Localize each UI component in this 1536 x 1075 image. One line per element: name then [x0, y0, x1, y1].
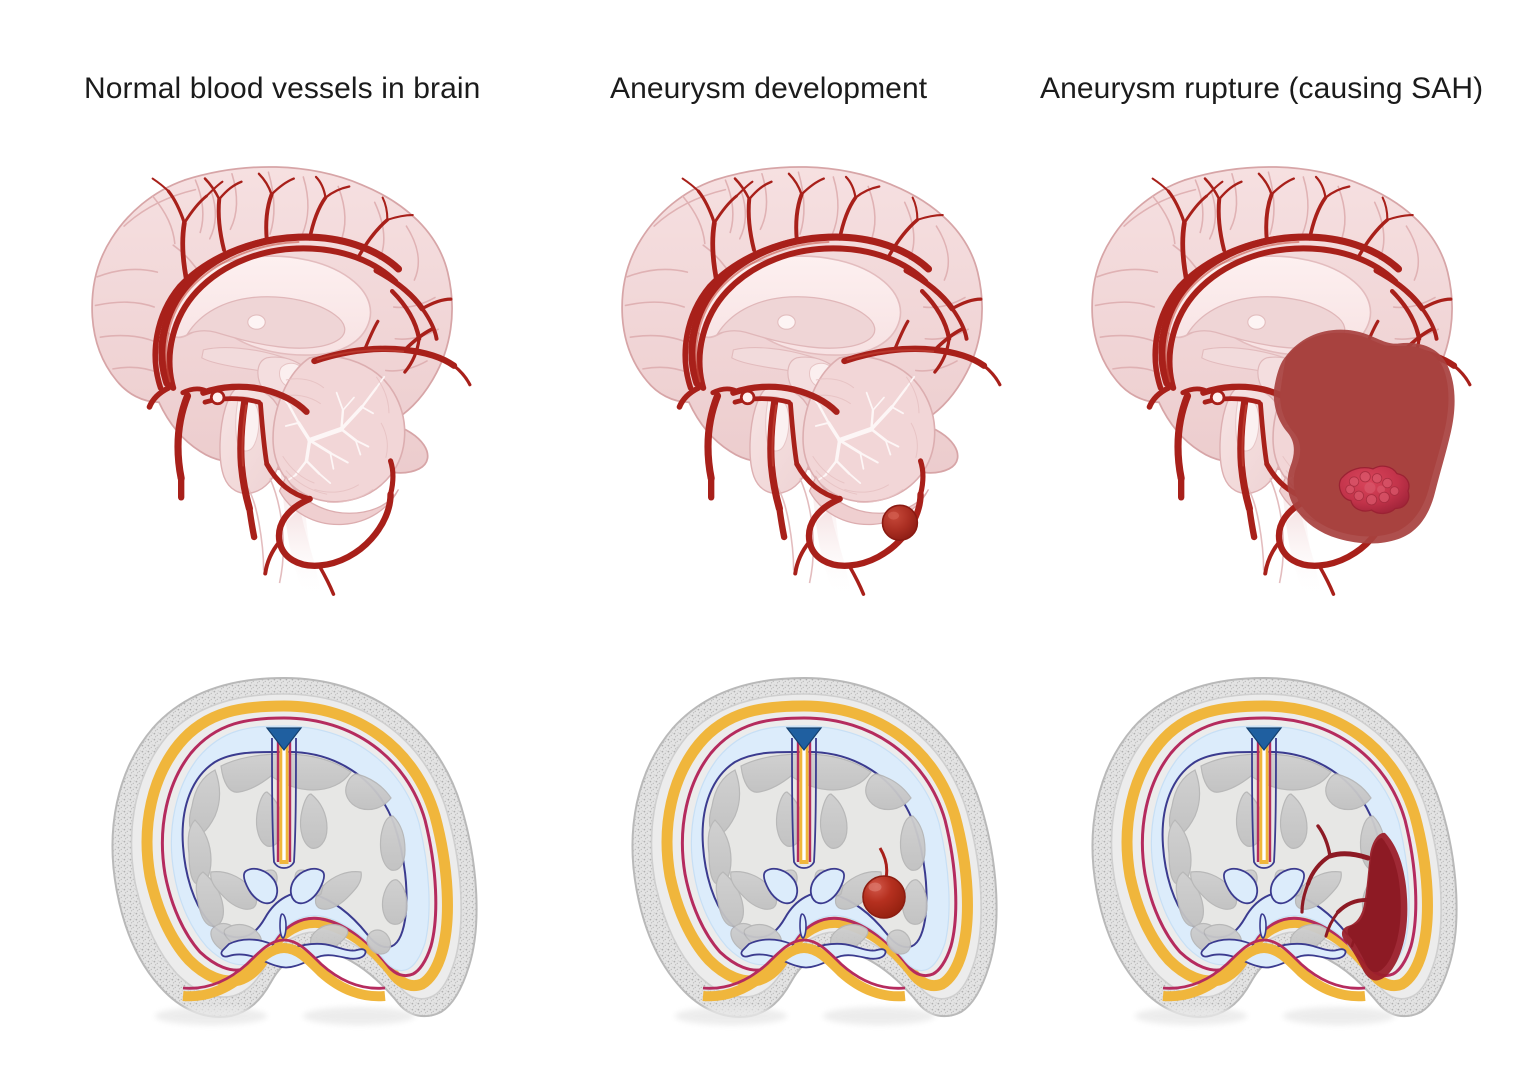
coronal-head-body [1093, 678, 1457, 1025]
hemorrhage-blob-icon[interactable] [1273, 329, 1455, 544]
normal-coronal-brain [70, 650, 500, 1040]
aneurysm-coronal-brain [590, 650, 1020, 1040]
sagittal-brain-body [622, 167, 1000, 599]
panel-title-1: Normal blood vessels in brain [84, 72, 481, 105]
sagittal-brain-body [92, 167, 470, 599]
panel-title-3: Aneurysm rupture (causing SAH) [1040, 72, 1484, 105]
panel-title-2: Aneurysm development [610, 72, 928, 105]
coronal-head-body [633, 678, 997, 1025]
rupture-coronal-brain [1050, 650, 1480, 1040]
rupture-sagittal-brain [1010, 150, 1530, 610]
aneurysm-sphere-icon[interactable] [862, 847, 906, 919]
aneurysm-sphere-icon[interactable] [881, 504, 919, 541]
coronal-head-body [113, 678, 477, 1025]
aneurysm-sagittal-brain [540, 150, 1060, 610]
normal-sagittal-brain [10, 150, 530, 610]
panel-titles: Normal blood vessels in brain Aneurysm d… [0, 0, 1536, 140]
subarachnoid-blood-icon[interactable] [1300, 824, 1408, 981]
blood-clot-icon[interactable] [1338, 465, 1410, 515]
